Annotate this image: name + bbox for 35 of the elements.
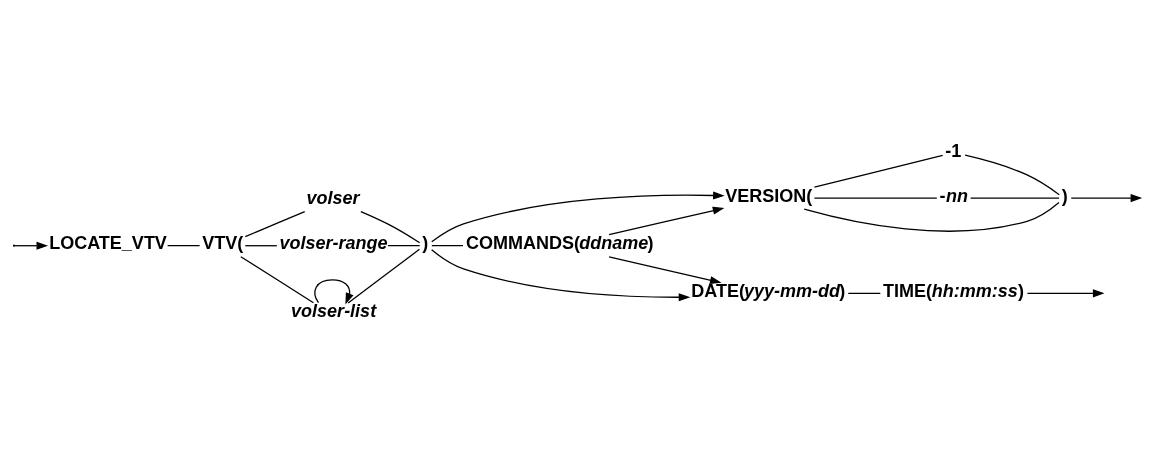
node-text: volser-list <box>291 301 377 322</box>
connector <box>847 292 881 294</box>
node-text: ) <box>422 233 429 254</box>
connector <box>803 201 1060 232</box>
node-text: volser-range <box>279 233 388 254</box>
node-text: -nn <box>939 185 969 206</box>
connector <box>360 210 421 244</box>
node-text: VERSION( <box>725 185 813 206</box>
connector <box>969 197 1060 199</box>
connector <box>431 245 464 247</box>
connector <box>167 245 201 247</box>
node-text: volser <box>306 188 360 209</box>
node-text: TIME(hh:mm:ss) <box>882 280 1025 301</box>
arrow <box>1070 194 1143 203</box>
node-text: COMMANDS(ddname) <box>466 233 654 254</box>
connector <box>813 154 944 188</box>
node-text: VTV( <box>202 233 244 254</box>
connector <box>813 197 938 199</box>
arrow <box>431 191 725 243</box>
node-text: DATE(yyy-mm-dd) <box>691 280 846 301</box>
connector <box>240 256 315 304</box>
arrow <box>431 249 691 302</box>
node-text: -1 <box>945 140 962 161</box>
connector <box>347 248 421 304</box>
connector <box>964 154 1060 196</box>
connector <box>244 211 306 238</box>
arrow <box>1026 289 1105 298</box>
arrow <box>314 279 354 305</box>
node-text: ) <box>1061 185 1068 206</box>
arrow <box>13 241 49 250</box>
arrow <box>608 206 725 236</box>
connector <box>387 245 421 247</box>
arrow <box>608 256 722 285</box>
node-text: LOCATE_VTV <box>49 233 167 254</box>
connector <box>244 245 278 247</box>
